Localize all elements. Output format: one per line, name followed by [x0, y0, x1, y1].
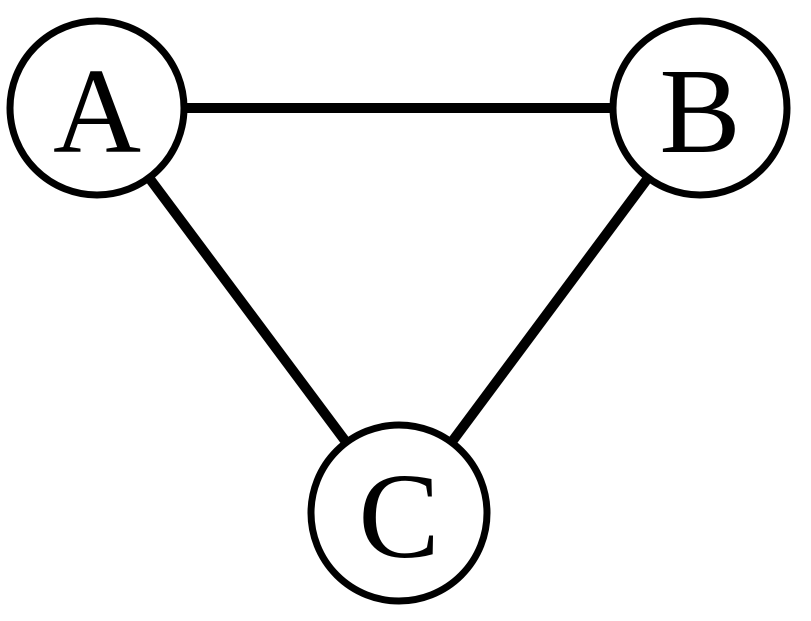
- node-C[interactable]: C: [307, 421, 491, 605]
- node-B-label: B: [659, 44, 740, 179]
- node-B-circle[interactable]: [609, 17, 791, 199]
- node-B[interactable]: B: [609, 17, 791, 199]
- node-A[interactable]: A: [6, 17, 188, 199]
- node-A-label: A: [53, 44, 141, 179]
- node-C-label: C: [358, 449, 439, 584]
- node-C-circle[interactable]: [307, 421, 491, 605]
- node-A-circle[interactable]: [6, 17, 188, 199]
